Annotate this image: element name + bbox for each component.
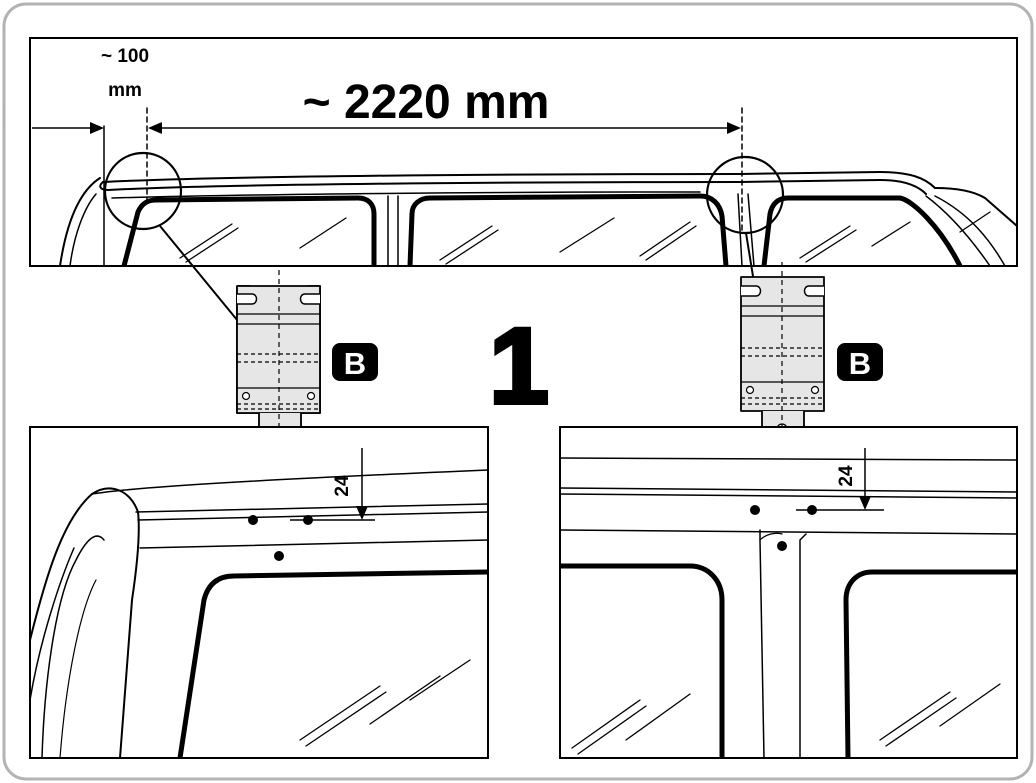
car-body [59,177,1017,266]
roof-side-view-panel: ~ 100 mm ~ 2220 mm [29,37,1018,267]
window-front [121,195,377,266]
pillar-b [387,195,399,266]
top-panel-border [29,37,1018,267]
hole-offset-right-label: 24 [836,465,857,487]
roof-rail [99,171,936,199]
spacing-label: ~ 2220 mm [303,76,550,129]
pillar-c [737,193,755,266]
detail-circle-rear [705,155,785,235]
rear-mounting-detail-panel: 24 [559,426,1018,759]
badge-b-right: B [837,343,883,381]
badge-b-left: B [332,343,378,381]
hole-marks-right [750,448,884,551]
window-rear [761,195,963,266]
offset-value-label: ~ 100 [101,46,149,67]
glass-hatching [179,211,991,265]
step-number: 1 [489,305,549,426]
bracket-left [236,270,321,568]
window-middle [407,193,729,266]
detail-circle-front [103,151,183,231]
front-mounting-detail-panel: 24 [29,426,489,759]
hole-marks-left [248,448,375,561]
badge-b-left-label: B [344,346,366,381]
spacing-dimension [148,122,741,134]
badge-b-right-label: B [849,346,871,381]
offset-dimension [32,122,104,134]
offset-unit-label: mm [108,80,142,101]
hole-offset-left-label: 24 [332,475,353,497]
